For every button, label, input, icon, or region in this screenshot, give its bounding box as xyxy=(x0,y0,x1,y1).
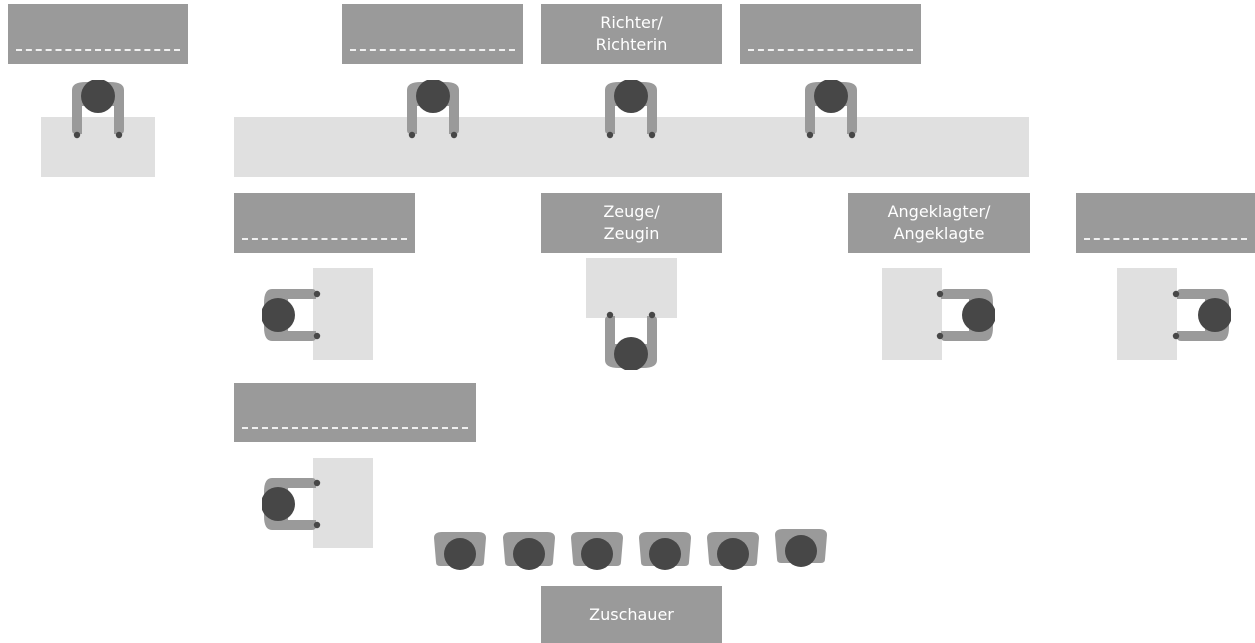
audience-seat-4 xyxy=(637,532,693,576)
defendant-label: Angeklagter/ Angeklagte xyxy=(848,193,1030,253)
judge-person-icon xyxy=(597,80,665,148)
witness-desk xyxy=(586,258,677,318)
prosecution-person-icon xyxy=(262,281,330,349)
assessor-right-person-icon xyxy=(797,80,865,148)
right-far-label xyxy=(1076,193,1255,253)
audience-seat-5 xyxy=(705,532,761,576)
protocol-desk xyxy=(41,117,155,177)
audience-seat-2 xyxy=(501,532,557,576)
protocol-person-icon xyxy=(64,80,132,148)
witness-label: Zeuge/ Zeugin xyxy=(541,193,722,253)
judge-label: Richter/ Richterin xyxy=(541,4,722,64)
protocol-label xyxy=(8,4,188,64)
defense-person-icon xyxy=(262,470,330,538)
right-far-person-icon xyxy=(1163,281,1231,349)
assessor-left-person-icon xyxy=(399,80,467,148)
right-far-desk xyxy=(1117,268,1177,360)
audience-seat-3 xyxy=(569,532,625,576)
defendant-desk xyxy=(882,268,942,360)
assessor-left-label xyxy=(342,4,523,64)
defendant-person-icon xyxy=(927,281,995,349)
audience-label: Zuschauer xyxy=(541,586,722,643)
prosecution-label xyxy=(234,193,415,253)
audience-seat-6 xyxy=(773,529,829,573)
defense-label xyxy=(234,383,476,442)
audience-seat-1 xyxy=(432,532,488,576)
judges-bench xyxy=(234,117,1029,177)
assessor-right-label xyxy=(740,4,921,64)
prosecution-desk xyxy=(313,268,373,360)
witness-person-icon xyxy=(597,302,665,370)
defense-desk xyxy=(313,458,373,548)
